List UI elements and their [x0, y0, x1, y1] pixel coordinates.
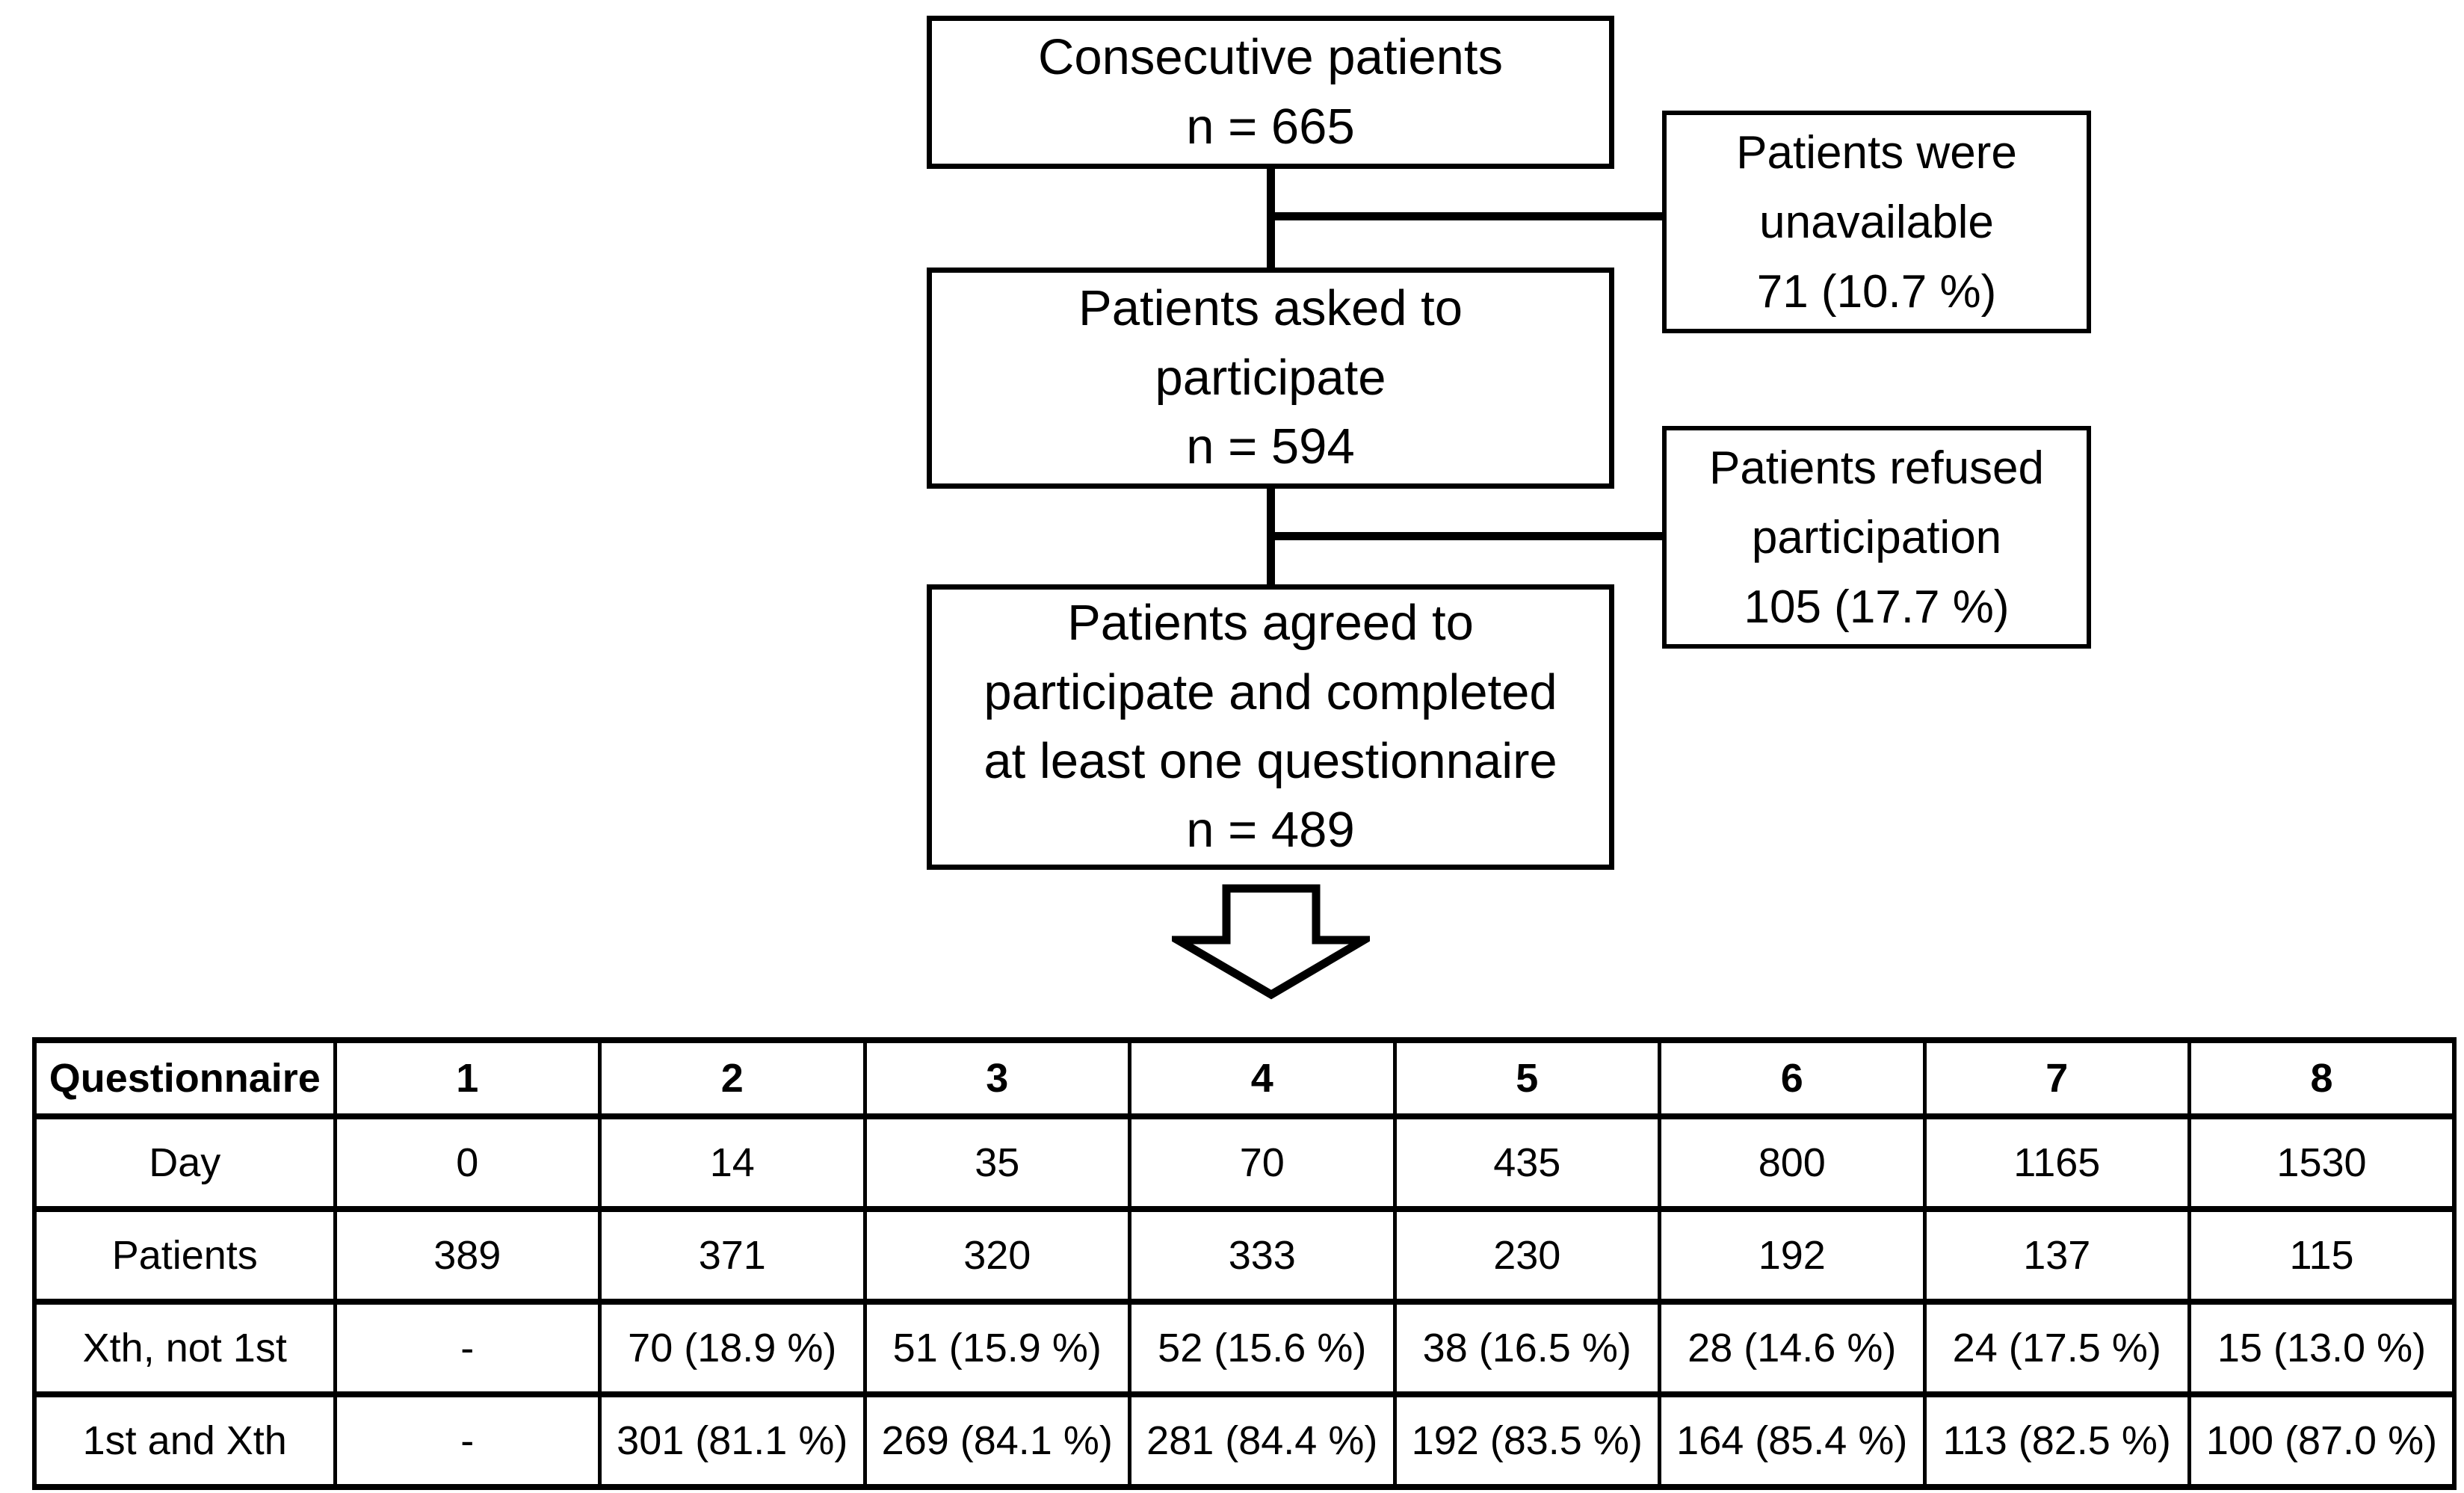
table-cell: 70 (18.9 %) — [598, 1299, 867, 1397]
table-cell: - — [333, 1391, 602, 1490]
flow-box-consecutive-patients: Consecutive patients n = 665 — [927, 16, 1614, 169]
table-cell: - — [333, 1299, 602, 1397]
table-cell: 1165 — [1922, 1113, 2191, 1212]
box-text-line: participate — [1155, 349, 1386, 406]
down-arrow-icon — [1172, 884, 1370, 1000]
box-text-line: unavailable — [1759, 196, 1994, 248]
box-text-line: n = 665 — [1186, 98, 1355, 155]
flow-box-patients-asked: Patients asked to participate n = 594 — [927, 268, 1614, 489]
table-cell: 164 (85.4 %) — [1658, 1391, 1927, 1490]
box-text-line: 105 (17.7 %) — [1744, 581, 2010, 633]
flow-box-patients-unavailable: Patients were unavailable 71 (10.7 %) — [1662, 111, 2091, 333]
box-text-line: Consecutive patients — [1038, 29, 1503, 86]
box-text-line: 71 (10.7 %) — [1756, 265, 1997, 318]
table-header-questionnaire: Questionnaire — [32, 1037, 337, 1119]
flow-box-patients-agreed: Patients agreed to participate and compl… — [927, 584, 1614, 870]
table-header-cell: 3 — [862, 1037, 1131, 1119]
table-header-row: Questionnaire 1 2 3 4 5 6 7 8 — [32, 1037, 2457, 1119]
table-cell: 435 — [1392, 1113, 1661, 1212]
table-cell: 333 — [1128, 1206, 1397, 1305]
table-row-patients: Patients 389 371 320 333 230 192 137 115 — [32, 1206, 2457, 1305]
table-cell: 51 (15.9 %) — [862, 1299, 1131, 1397]
table-header-cell: 8 — [2187, 1037, 2457, 1119]
table-cell: 137 — [1922, 1206, 2191, 1305]
table-cell: 269 (84.1 %) — [862, 1391, 1131, 1490]
table-header-cell: 6 — [1658, 1037, 1927, 1119]
box-text-line: Patients refused — [1708, 442, 2045, 494]
table-cell: 115 — [2187, 1206, 2457, 1305]
table-header-cell: 2 — [598, 1037, 867, 1119]
box-text-line: Patients asked to — [1078, 280, 1463, 337]
row-label: Day — [32, 1113, 337, 1212]
table-cell: 192 — [1658, 1206, 1927, 1305]
table-header-cell: 1 — [333, 1037, 602, 1119]
table-cell: 301 (81.1 %) — [598, 1391, 867, 1490]
table-cell: 320 — [862, 1206, 1131, 1305]
table-cell: 800 — [1658, 1113, 1927, 1212]
box-text-line: at least one questionnaire — [984, 733, 1557, 789]
flow-box-patients-refused: Patients refused participation 105 (17.7… — [1662, 426, 2091, 649]
table-cell: 192 (83.5 %) — [1392, 1391, 1661, 1490]
row-label: Patients — [32, 1206, 337, 1305]
table-cell: 28 (14.6 %) — [1658, 1299, 1927, 1397]
table-cell: 38 (16.5 %) — [1392, 1299, 1661, 1397]
table-cell: 113 (82.5 %) — [1922, 1391, 2191, 1490]
table-cell: 0 — [333, 1113, 602, 1212]
box-text-line: participate and completed — [984, 664, 1557, 720]
table-row-xth-not-1st: Xth, not 1st - 70 (18.9 %) 51 (15.9 %) 5… — [32, 1299, 2457, 1397]
table-header-cell: 7 — [1922, 1037, 2191, 1119]
table-cell: 230 — [1392, 1206, 1661, 1305]
table-header-cell: 4 — [1128, 1037, 1397, 1119]
table-header-cell: 5 — [1392, 1037, 1661, 1119]
table-cell: 389 — [333, 1206, 602, 1305]
table-cell: 1530 — [2187, 1113, 2457, 1212]
connector-branch-refused — [1267, 532, 1662, 540]
table-cell: 15 (13.0 %) — [2187, 1299, 2457, 1397]
table-cell: 14 — [598, 1113, 867, 1212]
box-text-line: Patients agreed to — [1067, 595, 1474, 652]
table-cell: 52 (15.6 %) — [1128, 1299, 1397, 1397]
questionnaire-table: Questionnaire 1 2 3 4 5 6 7 8 Day 0 14 3… — [32, 1037, 2457, 1490]
box-text-line: Patients were — [1736, 126, 2017, 179]
table-cell: 281 (84.4 %) — [1128, 1391, 1397, 1490]
row-label: 1st and Xth — [32, 1391, 337, 1490]
box-text-line: n = 594 — [1186, 418, 1355, 475]
table-cell: 24 (17.5 %) — [1922, 1299, 2191, 1397]
table-row-day: Day 0 14 35 70 435 800 1165 1530 — [32, 1113, 2457, 1212]
table-cell: 35 — [862, 1113, 1131, 1212]
box-text-line: n = 489 — [1186, 802, 1355, 859]
row-label: Xth, not 1st — [32, 1299, 337, 1397]
table-cell: 100 (87.0 %) — [2187, 1391, 2457, 1490]
table-cell: 371 — [598, 1206, 867, 1305]
connector-branch-unavailable — [1267, 212, 1662, 220]
box-text-line: participation — [1751, 511, 2002, 563]
table-row-1st-and-xth: 1st and Xth - 301 (81.1 %) 269 (84.1 %) … — [32, 1391, 2457, 1490]
table-cell: 70 — [1128, 1113, 1397, 1212]
